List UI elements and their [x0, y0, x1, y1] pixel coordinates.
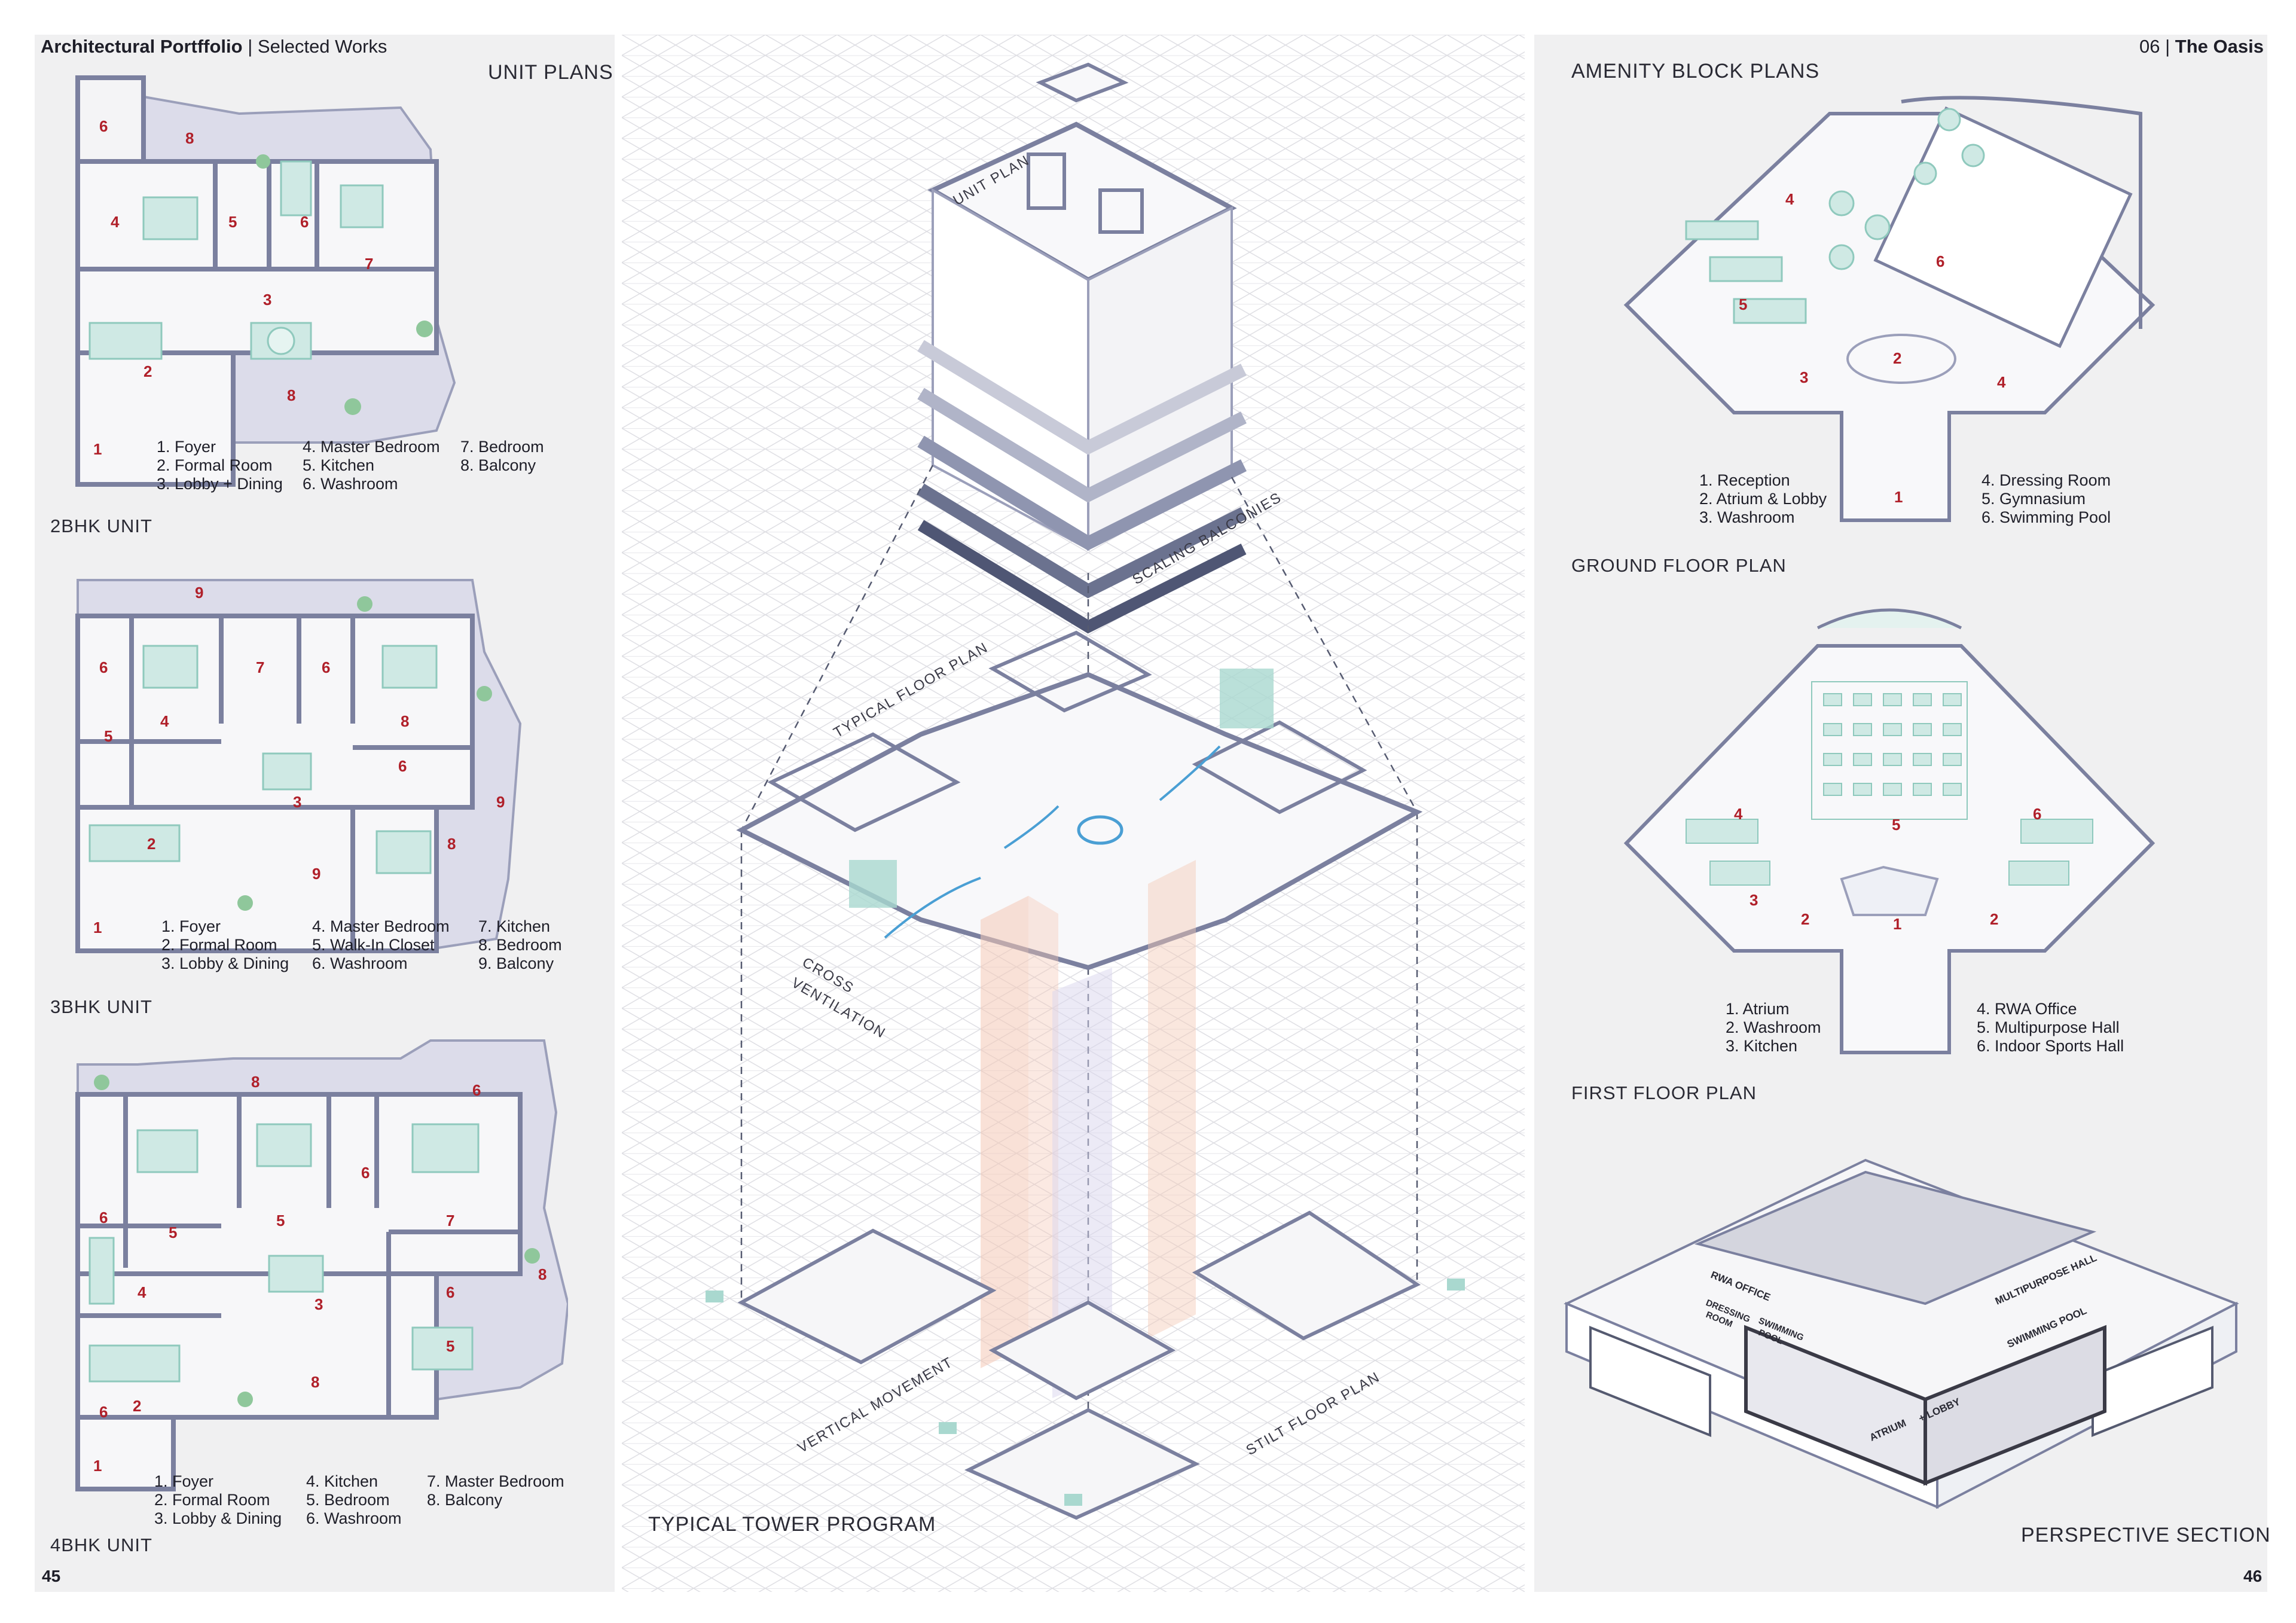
room-number: 8: [287, 386, 295, 404]
room-number: 4: [138, 1283, 146, 1301]
room-number: 5: [228, 213, 237, 231]
project-name: The Oasis: [2175, 36, 2264, 57]
room-number: 3: [315, 1295, 323, 1313]
room-number: 9: [312, 865, 320, 883]
header-separator: |: [248, 36, 253, 57]
room-number: 6: [472, 1081, 481, 1099]
room-number: 6: [300, 213, 309, 231]
legend-4bhk-col2: 4. Kitchen 5. Bedroom 6. Washroom: [306, 1472, 402, 1527]
room-number: 4: [1785, 190, 1794, 208]
first-floor-legend-left: 1. Atrium 2. Washroom 3. Kitchen: [1726, 1000, 1821, 1055]
unit-3bhk-title: 3BHK UNIT: [50, 996, 152, 1017]
unit-2bhk-title: 2BHK UNIT: [50, 515, 152, 536]
room-number: 6: [322, 658, 330, 676]
room-number: 5: [169, 1224, 177, 1241]
room-number: 3: [1800, 368, 1808, 386]
room-number: 3: [1750, 891, 1758, 909]
room-number: 2: [1990, 910, 1998, 928]
room-number: 6: [446, 1283, 454, 1301]
plan-4bhk-drawing: 8 6 6 6 5 5 7 6 4 3 6 8 5 8 2 1: [75, 1039, 568, 1491]
ground-floor-legend-left: 1. Reception 2. Atrium & Lobby 3. Washro…: [1699, 471, 1827, 526]
first-floor-legend-right: 4. RWA Office 5. Multipurpose Hall 6. In…: [1977, 1000, 2124, 1055]
room-number: 7: [365, 255, 373, 273]
typical-floor-plan: [736, 630, 1423, 971]
room-number: 8: [251, 1073, 259, 1091]
room-number: 6: [361, 1164, 370, 1182]
perspective-section-drawing: RWA OFFICE DRESSING ROOM SWIMMING POOL M…: [1564, 1158, 2239, 1509]
room-number: 2: [144, 362, 152, 380]
room-number: 1: [93, 1457, 102, 1475]
room-number: 4: [160, 712, 169, 730]
room-number: 6: [99, 1403, 108, 1421]
unit-plan-block: [917, 62, 1247, 634]
room-number: 6: [398, 757, 407, 775]
room-number: 5: [104, 727, 112, 745]
room-number: 8: [311, 1373, 319, 1391]
room-number: 2: [147, 835, 155, 853]
unit-4bhk-title: 4BHK UNIT: [50, 1534, 152, 1555]
legend-4bhk-col3: 7. Master Bedroom 8. Balcony: [427, 1472, 564, 1509]
room-number: 6: [2033, 805, 2041, 823]
first-floor-plan-title: FIRST FLOOR PLAN: [1571, 1082, 1757, 1103]
stilt-floor-plan: [706, 1210, 1465, 1520]
room-number: 9: [496, 793, 505, 811]
room-number: 8: [538, 1265, 546, 1283]
room-number: 2: [1801, 910, 1809, 928]
legend-2bhk-col3: 7. Bedroom 8. Balcony: [460, 438, 544, 474]
room-number: 2: [1893, 349, 1901, 367]
room-number: 6: [99, 1209, 108, 1227]
room-number: 7: [256, 658, 264, 676]
room-number: 3: [263, 291, 271, 309]
room-number: 1: [93, 919, 102, 936]
legend-3bhk-col3: 7. Kitchen 8. Bedroom 9. Balcony: [478, 917, 562, 972]
room-number: 9: [195, 584, 203, 602]
page-number-right: 46: [2243, 1567, 2263, 1585]
room-number: 5: [1739, 295, 1747, 313]
room-number: 1: [93, 440, 102, 458]
ground-floor-legend-right: 4. Dressing Room 5. Gymnasium 6. Swimmin…: [1981, 471, 2111, 526]
plan-2bhk-drawing: 6 8 4 5 6 7 3 2 8 1: [75, 75, 456, 487]
portfolio-title: Architectural Portffolio: [41, 36, 243, 57]
page-number-left: 45: [42, 1567, 61, 1585]
room-number: 4: [1997, 373, 2006, 391]
tower-program-title: TYPICAL TOWER PROGRAM: [648, 1513, 936, 1536]
perspective-section-title: PERSPECTIVE SECTION: [2021, 1524, 2271, 1546]
room-number: 4: [1734, 805, 1743, 823]
plan-3bhk-drawing: 9 6 7 6 4 8 5 6 9 3 2 8 9 1: [75, 579, 522, 953]
room-number: 5: [276, 1212, 285, 1230]
legend-2bhk-col2: 4. Master Bedroom 5. Kitchen 6. Washroom: [303, 438, 440, 493]
legend-3bhk-col2: 4. Master Bedroom 5. Walk-In Closet 6. W…: [312, 917, 450, 972]
room-number: 4: [111, 213, 120, 231]
room-number: 7: [446, 1212, 454, 1230]
room-number: 3: [293, 793, 301, 811]
tower-program-isometric: UNIT PLAN SCALING BALCONIES TYPICAL FLOO…: [622, 35, 1525, 1592]
portfolio-subtitle: Selected Works: [257, 36, 387, 57]
room-number: 8: [401, 712, 409, 730]
room-number: 1: [1894, 488, 1903, 506]
unit-plans-title: UNIT PLANS: [488, 61, 613, 84]
room-number: 8: [185, 129, 194, 147]
ground-floor-plan-title: GROUND FLOOR PLAN: [1571, 555, 1787, 576]
amenity-block-plans-title: AMENITY BLOCK PLANS: [1571, 60, 1820, 83]
first-floor-plan-drawing: 4 5 6 3 2 1 2: [1623, 608, 2155, 1054]
room-number: 2: [133, 1397, 141, 1415]
room-number: 6: [99, 117, 108, 135]
room-number: 5: [1892, 816, 1900, 834]
room-number: 6: [99, 658, 108, 676]
vertical-movement-cores: [981, 860, 1196, 1398]
room-number: 8: [447, 835, 456, 853]
project-number: 06: [2139, 36, 2160, 57]
legend-2bhk-col1: 1. Foyer 2. Formal Room 3. Lobby + Dinin…: [157, 438, 283, 493]
legend-4bhk-col1: 1. Foyer 2. Formal Room 3. Lobby & Dinin…: [154, 1472, 282, 1527]
ground-floor-plan-drawing: 4 6 5 2 3 4 1: [1623, 96, 2155, 522]
legend-3bhk-col1: 1. Foyer 2. Formal Room 3. Lobby & Dinin…: [161, 917, 289, 972]
project-header: 06 | The Oasis: [2139, 36, 2264, 57]
room-number: 1: [1893, 915, 1901, 933]
room-number: 6: [1936, 252, 1944, 270]
portfolio-header: Architectural Portffolio | Selected Work…: [41, 36, 387, 57]
room-number: 5: [446, 1337, 454, 1355]
